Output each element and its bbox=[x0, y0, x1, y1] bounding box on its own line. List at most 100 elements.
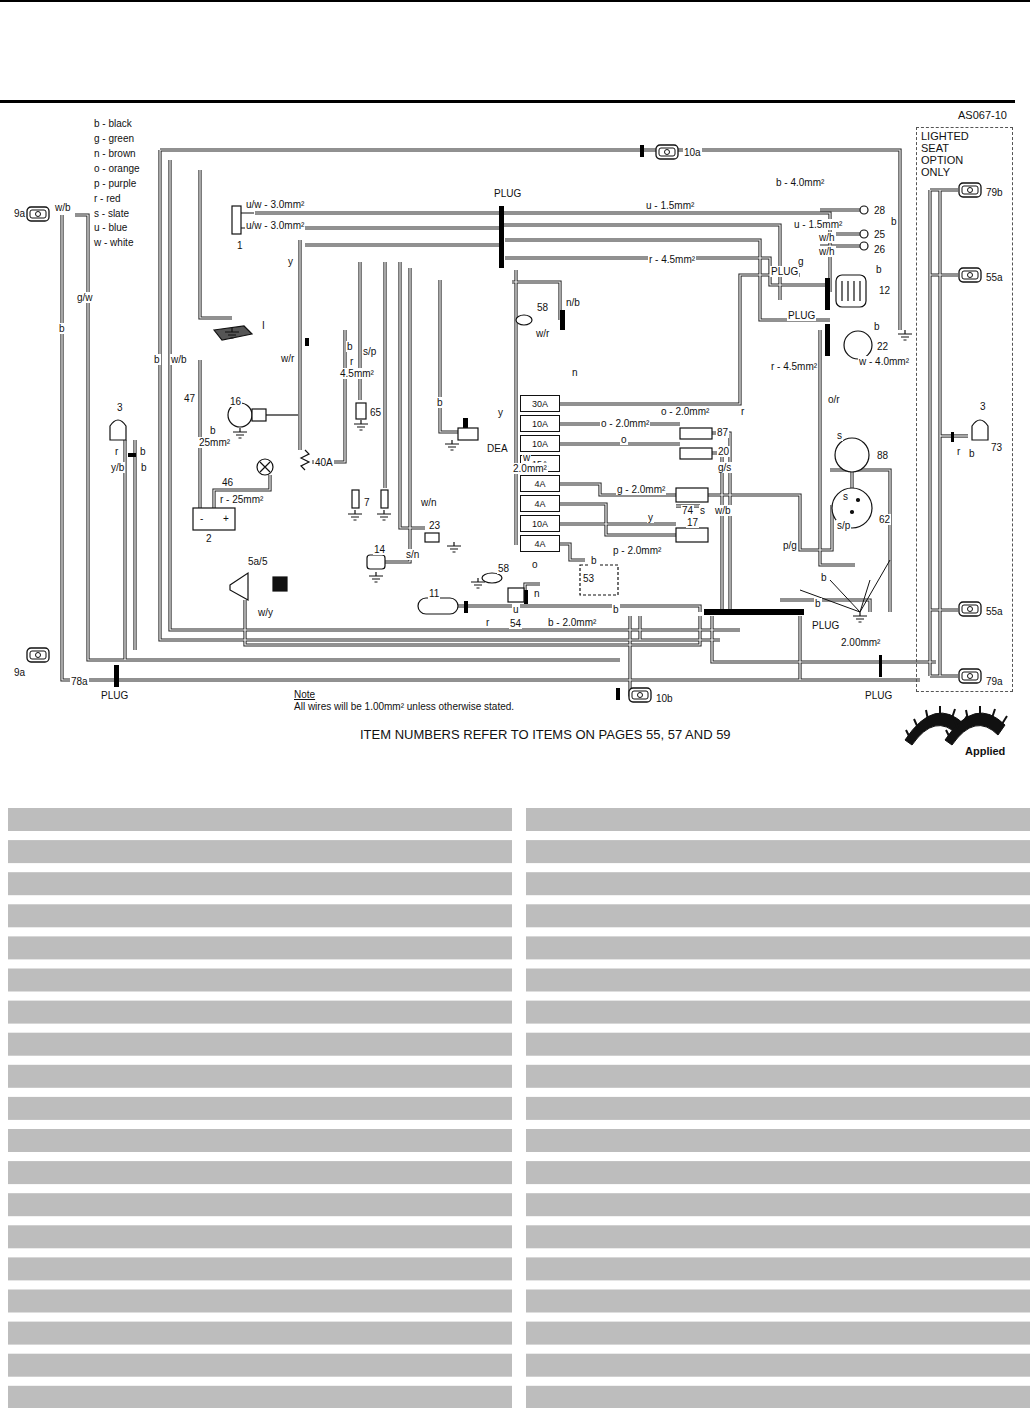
wire-label: y bbox=[647, 512, 654, 523]
wire-label: r - red bbox=[93, 193, 122, 204]
wire-label: 25mm² bbox=[198, 437, 231, 448]
wire-label: b bbox=[346, 341, 354, 352]
table-row bbox=[8, 1129, 512, 1152]
wire-label: - bbox=[199, 513, 204, 524]
ground-symbol-part bbox=[377, 510, 391, 520]
wire-label: b bbox=[890, 216, 898, 227]
table-row bbox=[8, 1257, 512, 1280]
component-part bbox=[676, 528, 708, 542]
callout-number: 12 bbox=[878, 285, 891, 296]
component-part bbox=[836, 275, 866, 307]
callout-number: 78a bbox=[70, 676, 89, 687]
table-row bbox=[526, 1290, 1030, 1313]
component-part bbox=[458, 428, 478, 440]
component-part bbox=[193, 508, 235, 530]
wire-label: b bbox=[140, 462, 148, 473]
wire-label: u - 1.5mm² bbox=[793, 219, 843, 230]
wire-label: b - 2.0mm² bbox=[547, 617, 597, 628]
wire-label: s/p bbox=[836, 520, 851, 531]
component-part bbox=[680, 428, 712, 439]
callout-number: 28 bbox=[873, 205, 886, 216]
wire-label: y/b bbox=[110, 462, 125, 473]
callout-number: 16 bbox=[229, 396, 242, 407]
callout-number: 25 bbox=[873, 229, 886, 240]
wire-label: Applied bbox=[964, 746, 1006, 757]
wire-label: b bbox=[153, 354, 161, 365]
wire-label: w/y bbox=[257, 607, 274, 618]
table-row bbox=[526, 969, 1030, 992]
connector-icon-part bbox=[629, 688, 651, 702]
brush-symbols bbox=[905, 706, 1007, 745]
plug-bar-part bbox=[951, 432, 954, 442]
table-rows bbox=[8, 808, 1030, 1408]
header-rule-part bbox=[0, 0, 1030, 2]
plug-bars bbox=[114, 145, 954, 700]
component-part bbox=[680, 448, 712, 459]
connector-icon-part bbox=[959, 183, 981, 197]
table-row bbox=[526, 1193, 1030, 1216]
table-row bbox=[526, 1033, 1030, 1056]
callout-number: 7 bbox=[363, 497, 371, 508]
brush-symbol-part bbox=[906, 706, 967, 738]
wire-label: g - green bbox=[93, 133, 135, 144]
wire-label: s - slate bbox=[93, 208, 130, 219]
component-part bbox=[860, 206, 868, 214]
fuse-box: 4A bbox=[520, 495, 560, 512]
table-row bbox=[526, 1065, 1030, 1088]
component-part bbox=[273, 577, 287, 591]
wire-label: u/w - 3.0mm² bbox=[245, 199, 305, 210]
callout-number: 17 bbox=[686, 517, 699, 528]
table-row bbox=[8, 1097, 512, 1120]
callout-number: 10b bbox=[655, 693, 674, 704]
wire-label: b bbox=[590, 555, 598, 566]
wire-label: w/h bbox=[818, 246, 836, 257]
caption: ITEM NUMBERS REFER TO ITEMS ON PAGES 55,… bbox=[360, 727, 731, 742]
wire-label: n bbox=[571, 367, 579, 378]
fuse-box: 4A bbox=[520, 475, 560, 492]
callout-number: 22 bbox=[876, 341, 889, 352]
wire-label: 4.5mm² bbox=[339, 368, 375, 379]
region-heading: LIGHTED SEAT OPTION ONLY bbox=[921, 130, 979, 178]
table-row bbox=[8, 1161, 512, 1184]
component-part bbox=[381, 490, 388, 508]
table-row bbox=[8, 969, 512, 992]
component-part bbox=[857, 499, 860, 502]
wire-label: r bbox=[740, 406, 745, 417]
brush-symbol-part bbox=[945, 713, 1005, 745]
fuse-rating: 10A bbox=[532, 519, 548, 529]
wire-label: b bbox=[875, 264, 883, 275]
wire-label: g/w bbox=[76, 292, 94, 303]
fuse-box: 10A bbox=[520, 435, 560, 452]
component-part bbox=[367, 555, 385, 569]
component-part bbox=[508, 588, 524, 602]
callout-number: 87 bbox=[716, 427, 729, 438]
table-row bbox=[526, 1225, 1030, 1248]
table-row bbox=[526, 936, 1030, 959]
wire-label: DEA bbox=[486, 443, 509, 454]
plug-bar-part bbox=[704, 609, 804, 615]
plug-bar-part bbox=[825, 324, 830, 356]
table-row bbox=[526, 1257, 1030, 1280]
table-row bbox=[526, 1161, 1030, 1184]
component-part bbox=[860, 242, 868, 250]
fuse-rating: 4A bbox=[534, 479, 545, 489]
wire-label: w bbox=[522, 452, 531, 463]
wire-label: p - 2.0mm² bbox=[612, 545, 662, 556]
wire-label: w/r bbox=[535, 328, 550, 339]
fuse-rating: 4A bbox=[534, 499, 545, 509]
callout-number: 62 bbox=[878, 514, 891, 525]
table-row bbox=[526, 1097, 1030, 1120]
plug-bar-part bbox=[879, 655, 882, 677]
component-part bbox=[860, 230, 868, 238]
callout-number: 1 bbox=[236, 240, 244, 251]
plug-bar-part bbox=[114, 665, 119, 687]
fuse-box: 10A bbox=[520, 515, 560, 532]
callout-number: 9a bbox=[13, 208, 26, 219]
callout-number: 2 bbox=[205, 533, 213, 544]
wire-label: s bbox=[836, 430, 843, 441]
table-row bbox=[8, 1290, 512, 1313]
wire-label: w/n bbox=[420, 497, 438, 508]
ground-symbol-part bbox=[445, 440, 459, 450]
callout-number: 58 bbox=[497, 563, 510, 574]
